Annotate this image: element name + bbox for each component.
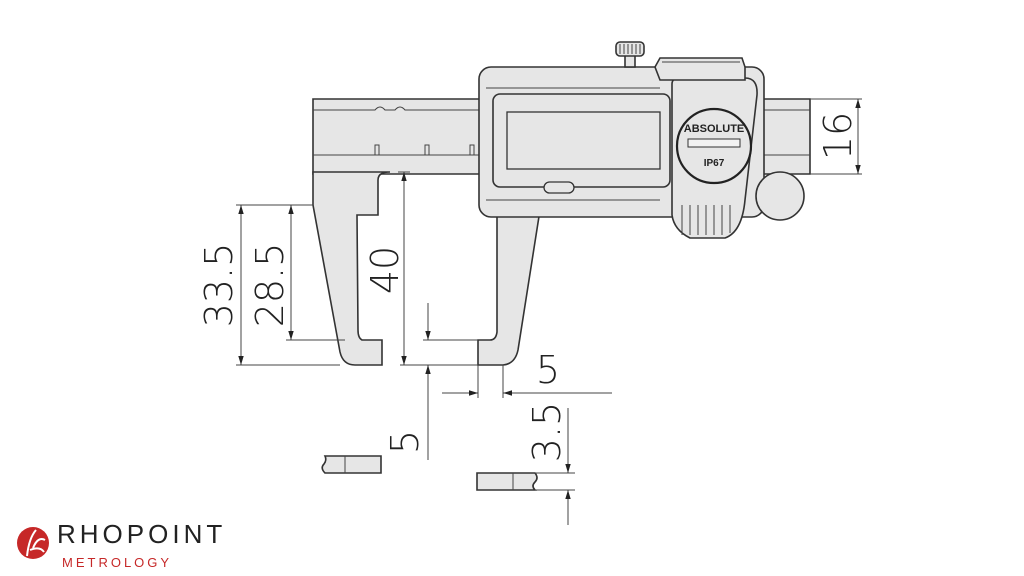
dim-jaw-length: 40 bbox=[363, 171, 478, 366]
dim-tip-length: 5 bbox=[383, 303, 478, 460]
logo-name: RHOPOINT bbox=[57, 519, 226, 549]
dim-outer-depth: 33.5 bbox=[197, 204, 340, 366]
dim-tip-width: 5 bbox=[442, 348, 612, 398]
dim-beam-height: 16 bbox=[810, 98, 862, 175]
origin-button bbox=[543, 181, 575, 194]
dim-label-33-5: 33.5 bbox=[197, 243, 241, 328]
logo-subtitle: METROLOGY bbox=[62, 555, 172, 570]
dim-label-16: 16 bbox=[816, 112, 860, 160]
dim-label-3-5: 3.5 bbox=[525, 402, 569, 462]
slider-body: ABSOLUTE IP67 bbox=[478, 41, 805, 239]
grip-knurl bbox=[681, 205, 731, 235]
fixed-jaw bbox=[312, 171, 391, 366]
lcd-screen bbox=[506, 111, 661, 170]
thumb-roller bbox=[755, 171, 805, 221]
dim-tip-thickness: 3.5 bbox=[525, 402, 575, 525]
thumb-knurl bbox=[654, 57, 746, 81]
dim-label-5-horizontal: 5 bbox=[536, 348, 560, 392]
logo-mark-icon bbox=[17, 527, 49, 559]
tip-section-left bbox=[321, 455, 382, 474]
rhopoint-logo: RHOPOINT METROLOGY bbox=[17, 519, 226, 570]
badge-text: ABSOLUTE bbox=[684, 123, 745, 135]
dim-label-28-5: 28.5 bbox=[248, 243, 292, 328]
dim-label-40: 40 bbox=[363, 246, 407, 294]
dim-label-5-vertical: 5 bbox=[383, 430, 427, 454]
moving-jaw bbox=[477, 209, 541, 366]
dim-inner-depth: 28.5 bbox=[248, 205, 345, 341]
ip-rating-text: IP67 bbox=[704, 158, 725, 169]
tip-section-right bbox=[476, 472, 538, 491]
